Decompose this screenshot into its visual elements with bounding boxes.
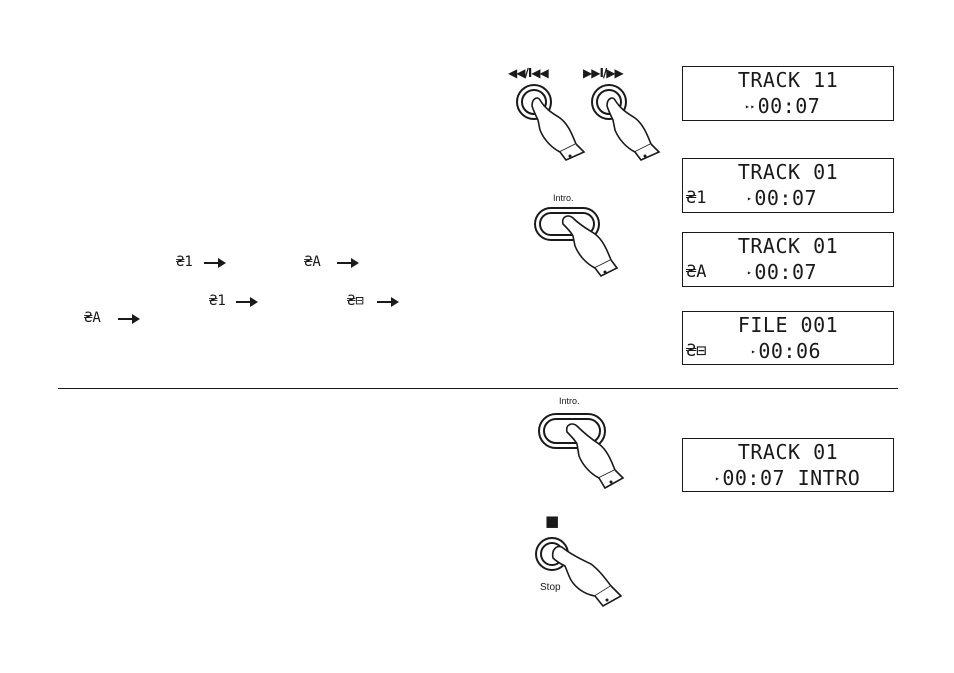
repeat-folder-icon: ₴⊟ xyxy=(686,341,706,361)
lcd-line1: TRACK 01 xyxy=(683,234,893,258)
lcd-display-1: TRACK 11 ▸▸00:07 xyxy=(682,66,894,121)
lcd-display-3: TRACK 01 ₴A ▸00:07 xyxy=(682,232,894,287)
lcd-line2: 00:06 xyxy=(758,339,821,363)
seq1-mode-2: ₴A xyxy=(304,254,321,270)
intro-label-top: Intro. xyxy=(553,193,574,203)
arrow-right-icon xyxy=(236,301,256,303)
lcd-display-4: FILE 001 ₴⊟ ▸00:06 xyxy=(682,311,894,365)
repeat-one-icon: ₴1 xyxy=(686,188,706,208)
intro-button-top[interactable] xyxy=(533,206,623,281)
skip-back-label: ◀◀/I◀◀ xyxy=(508,66,548,80)
lcd-line2: 00:07 INTRO xyxy=(722,466,860,490)
stop-button[interactable] xyxy=(535,536,630,611)
lcd-line2: 00:07 xyxy=(758,94,821,118)
section-divider xyxy=(58,388,898,389)
play-indicator-icon: ▸ xyxy=(747,194,752,203)
stop-label: Stop xyxy=(540,582,561,593)
lcd-line1: TRACK 01 xyxy=(683,160,893,184)
seq2-mode-3: ₴A xyxy=(84,310,101,326)
lcd-line1: TRACK 01 xyxy=(683,440,893,464)
play-indicator-icon: ▸▸ xyxy=(745,102,756,111)
intro-button-bottom[interactable] xyxy=(537,412,632,497)
lcd-line1: TRACK 11 xyxy=(683,68,893,92)
skip-forward-button[interactable] xyxy=(585,82,665,167)
skip-forward-label: ▶▶I/▶▶ xyxy=(583,66,623,80)
lcd-display-5: TRACK 01 ▸00:07 INTRO xyxy=(682,438,894,492)
seq2-mode-2: ₴⊟ xyxy=(347,293,364,309)
lcd-display-2: TRACK 01 ₴1 ▸00:07 xyxy=(682,158,894,213)
arrow-right-icon xyxy=(118,318,138,320)
arrow-right-icon xyxy=(377,301,397,303)
repeat-all-icon: ₴A xyxy=(686,262,706,282)
play-indicator-icon: ▸ xyxy=(751,347,756,356)
lcd-line1: FILE 001 xyxy=(683,313,893,337)
seq2-mode-1: ₴1 xyxy=(209,293,226,309)
seq1-mode-1: ₴1 xyxy=(176,254,193,270)
arrow-right-icon xyxy=(204,262,224,264)
play-indicator-icon: ▸ xyxy=(715,474,720,483)
stop-square-icon: ■ xyxy=(545,514,559,529)
lcd-line2: 00:07 xyxy=(754,260,817,284)
arrow-right-icon xyxy=(337,262,357,264)
play-indicator-icon: ▸ xyxy=(747,268,752,277)
skip-back-button[interactable] xyxy=(510,82,590,167)
intro-label-bottom: Intro. xyxy=(559,396,580,406)
lcd-line2: 00:07 xyxy=(754,186,817,210)
